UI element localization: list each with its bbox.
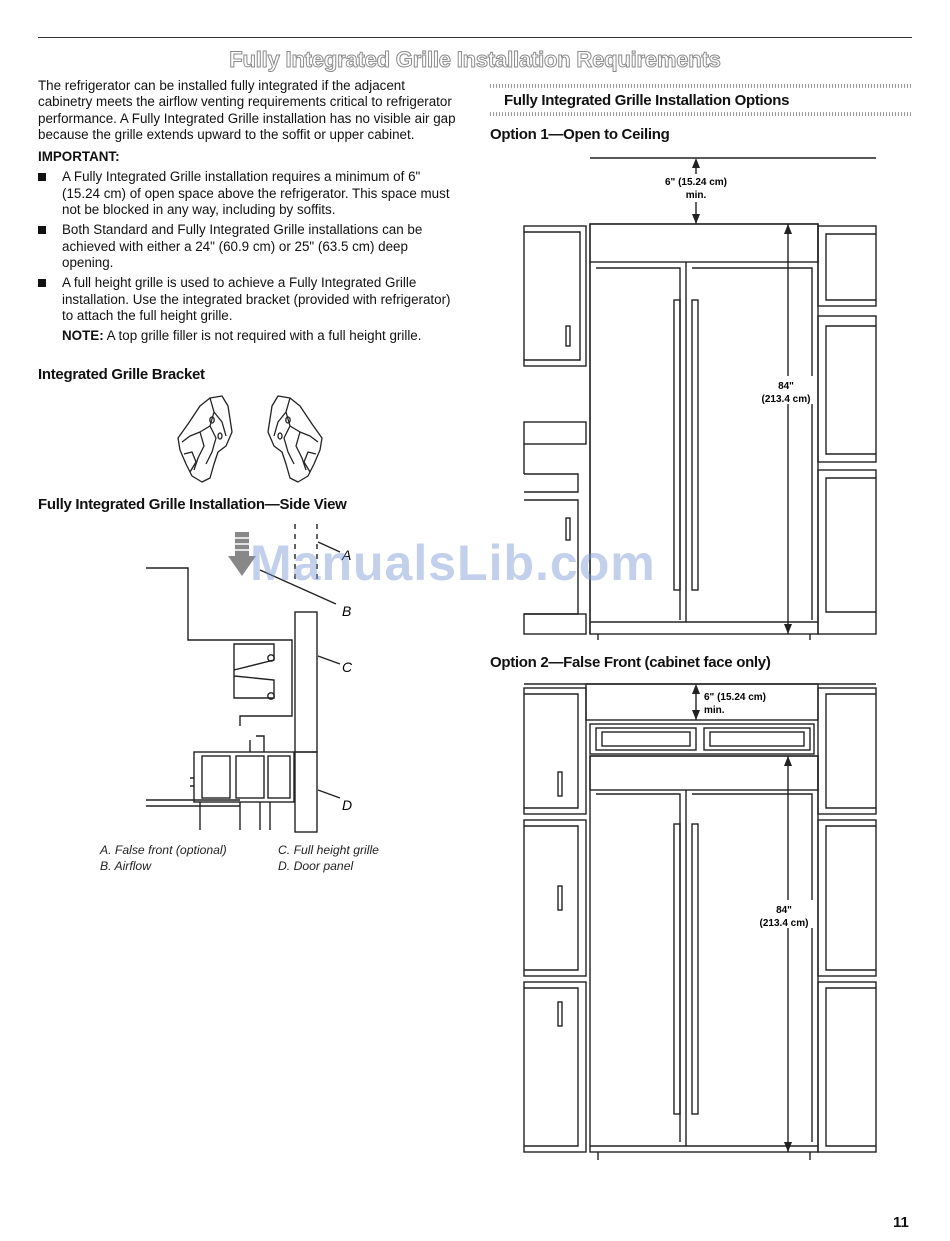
bullet-square-icon	[38, 279, 46, 288]
side-view-diagram: A B C D	[146, 524, 353, 833]
door-panel	[294, 751, 318, 833]
callout-c-leader	[317, 655, 341, 665]
important-label: IMPORTANT:	[38, 149, 120, 165]
callout-b: B	[342, 603, 351, 619]
top-rule	[38, 37, 912, 38]
option2-clearance-min: min.	[704, 705, 725, 716]
legend-a: A. False front (optional)	[100, 843, 227, 857]
full-height-grille	[294, 611, 318, 753]
callout-c: C	[342, 659, 353, 675]
option1-heading: Option 1—Open to Ceiling	[490, 126, 670, 143]
option1-clearance-value: 6" (15.24 cm)	[665, 177, 727, 188]
option1-height-cm: (213.4 cm)	[762, 394, 811, 405]
intro-section: The refrigerator can be installed fully …	[38, 78, 458, 344]
page-title: Fully Integrated Grille Installation Req…	[229, 47, 722, 73]
side-view-heading: Fully Integrated Grille Installation—Sid…	[38, 496, 347, 513]
option2-clearance-value: 6" (15.24 cm)	[704, 692, 766, 703]
bullet-square-icon	[38, 173, 46, 182]
note-label: NOTE:	[62, 328, 104, 344]
callout-d-leader	[317, 789, 341, 799]
options-banner	[490, 84, 912, 116]
bracket-heading: Integrated Grille Bracket	[38, 366, 205, 383]
callout-d: D	[342, 797, 352, 813]
option1-clearance-min: min.	[686, 190, 707, 201]
option2-diagram: 6" (15.24 cm) min. 84" (213.4 cm)	[523, 683, 877, 1160]
left-bracket-icon	[177, 395, 233, 483]
option2-heading: Option 2—False Front (cabinet face only)	[490, 654, 771, 671]
legend-c: C. Full height grille	[278, 843, 379, 857]
note: NOTE: A top grille filler is not require…	[38, 328, 458, 344]
option1-diagram: 6" (15.24 cm) min. 84" (213.4 cm)	[523, 157, 877, 640]
list-item-text: Both Standard and Fully Integrated Grill…	[62, 222, 423, 270]
option2-height-cm: (213.4 cm)	[760, 918, 809, 929]
page-number: 11	[893, 1214, 909, 1231]
watermark: ManualsLib.com	[250, 535, 656, 591]
legend-d: D. Door panel	[278, 859, 354, 873]
grille-bracket-illustration	[177, 395, 323, 483]
legend-b: B. Airflow	[100, 859, 152, 873]
false-front-panel	[589, 723, 815, 755]
list-item: A full height grille is used to achieve …	[38, 275, 458, 324]
callout-a-leader	[317, 541, 341, 553]
callout-a: A	[341, 547, 351, 563]
list-item: A Fully Integrated Grille installation r…	[38, 169, 458, 218]
right-bracket-icon	[267, 395, 323, 483]
option1-height-value: 84"	[778, 381, 794, 392]
note-text: A top grille filler is not required with…	[103, 328, 422, 344]
requirements-list: A Fully Integrated Grille installation r…	[38, 169, 458, 324]
bullet-square-icon	[38, 226, 46, 235]
option2-height-value: 84"	[776, 905, 792, 916]
callout-b-leader	[259, 569, 337, 605]
list-item-text: A Fully Integrated Grille installation r…	[62, 169, 450, 218]
list-item: Both Standard and Fully Integrated Grill…	[38, 222, 458, 271]
intro-paragraph: The refrigerator can be installed fully …	[38, 78, 456, 142]
airflow-arrow-icon	[228, 532, 256, 576]
options-heading: Fully Integrated Grille Installation Opt…	[504, 92, 790, 109]
list-item-text: A full height grille is used to achieve …	[62, 275, 451, 323]
